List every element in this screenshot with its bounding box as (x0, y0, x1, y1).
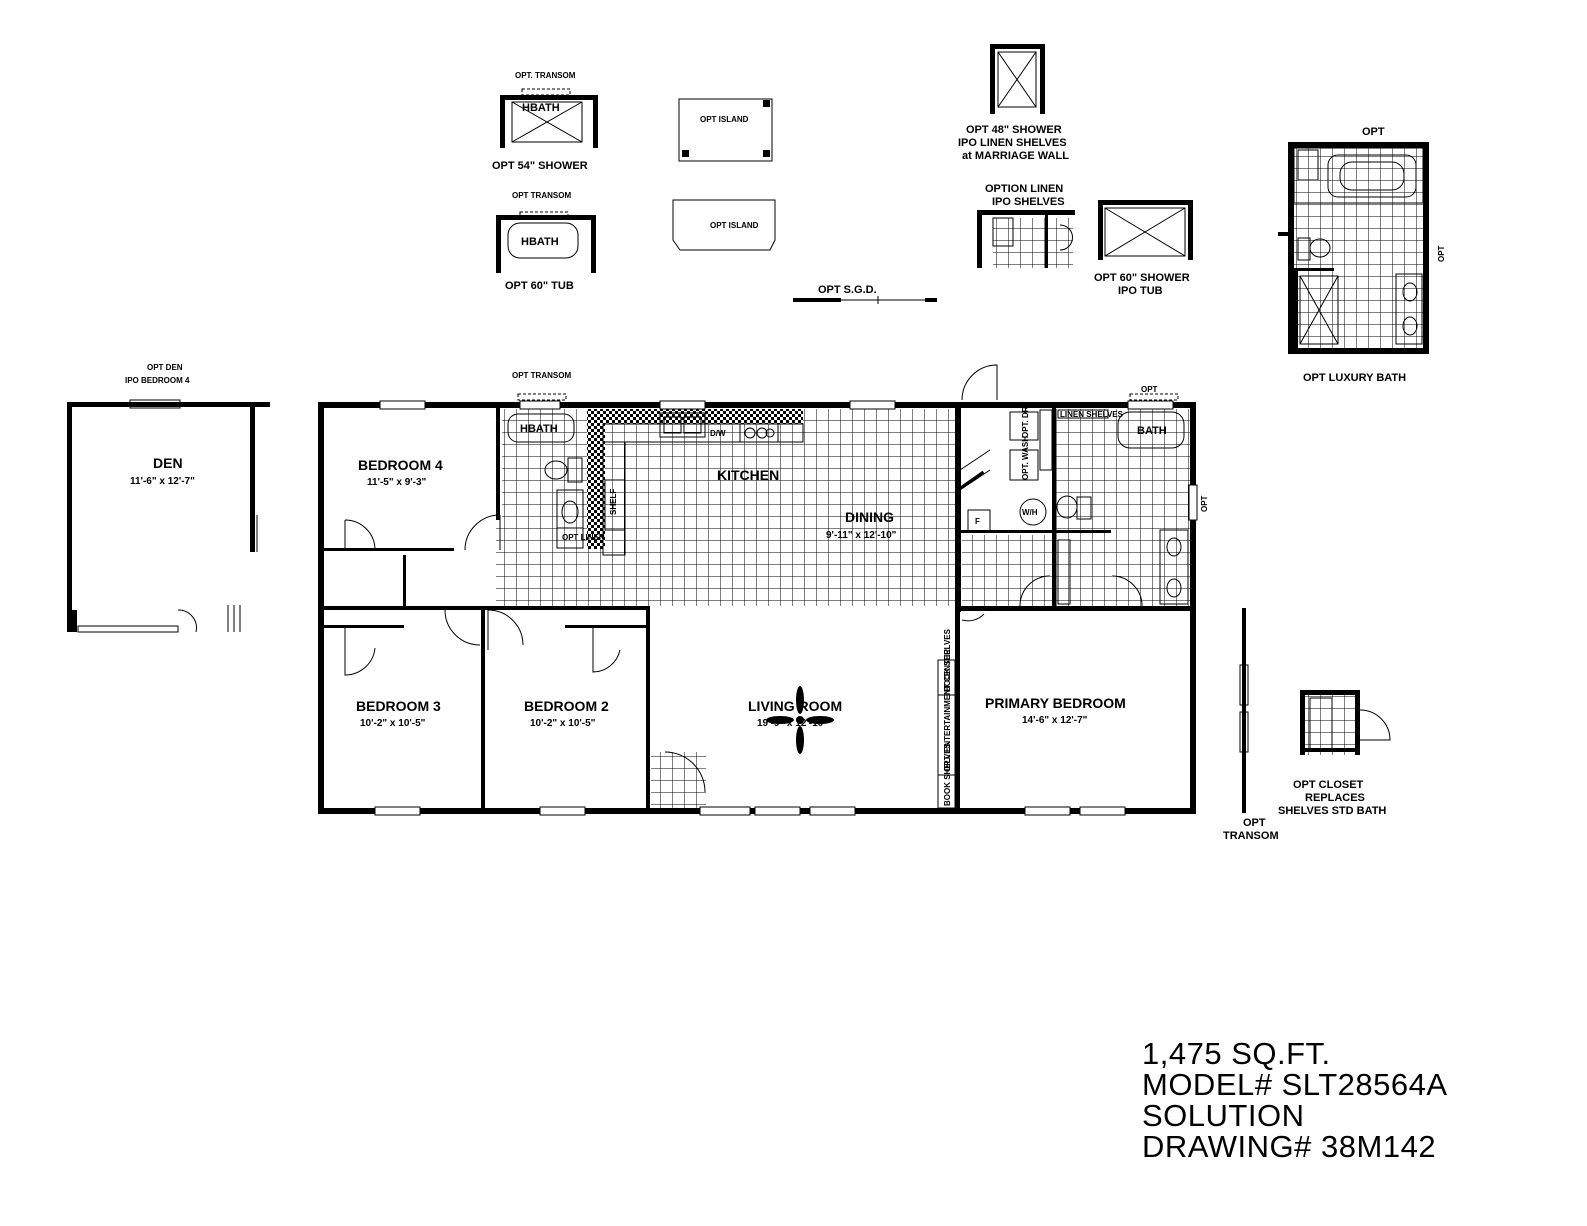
dining-dims: 9'-11" x 12'-10" (826, 530, 897, 541)
opt-island-label: OPT ISLAND (700, 115, 749, 124)
dining-name: DINING (845, 509, 894, 525)
main-floor-plan: D/W HBATH OPT LINEN SHELF OPT. DRY OPT. … (318, 364, 1209, 816)
opt-closet-line3: SHELVES STD BATH (1278, 805, 1386, 817)
opt-60-shower-line2: IPO TUB (1118, 285, 1163, 297)
living-name: LIVING ROOM (748, 698, 842, 714)
primary-dims: 14'-6" x 12'-7" (1022, 715, 1088, 726)
tile-floor-entry (651, 752, 706, 809)
den-note-line1: OPT DEN (147, 363, 183, 372)
opt-dry-label: OPT. DRY (1021, 401, 1030, 438)
opt-60-shower-line1: OPT 60" SHOWER (1094, 272, 1190, 284)
model-number: MODEL# SLT28564A (1142, 1067, 1448, 1102)
den-option: OPT DEN IPO BEDROOM 4 DEN 11'-6" x 12'-7… (67, 363, 270, 633)
opt-transom-main-label: OPT TRANSOM (512, 371, 571, 380)
opt-sgd-label: OPT S.G.D. (818, 284, 877, 296)
hbath-tub-label: HBATH (521, 236, 559, 248)
option-linen-line1: OPTION LINEN (985, 183, 1063, 195)
square-footage: 1,475 SQ.FT. (1142, 1036, 1331, 1071)
opt-closet-line2: REPLACES (1305, 792, 1365, 804)
opt-lux-side-label: OPT (1437, 245, 1446, 262)
living-dims: 19'-9" x 12'-10" (757, 718, 828, 729)
bedroom2-dims: 10'-2" x 10'-5" (530, 718, 596, 729)
opt-bath-top-label: OPT (1141, 385, 1158, 394)
book-shelves-top-label: BOOK SHELVES (943, 628, 952, 692)
option-linen-line2: IPO SHELVES (992, 196, 1065, 208)
shelf-label: SHELF (609, 489, 618, 515)
opt-linen-label: OPT LINEN (562, 533, 605, 542)
hbath-opt-label: HBATH (522, 102, 560, 114)
kitchen-counter-hatch (587, 409, 605, 549)
bedroom4-dims: 11'-5" x 9'-3" (367, 477, 427, 488)
plan-info-block: 1,475 SQ.FT. MODEL# SLT28564A SOLUTION D… (1142, 1038, 1448, 1162)
series-name: SOLUTION (1142, 1098, 1305, 1133)
book-shelves-bottom-label: BOOK SHELVES (943, 742, 952, 806)
opt-transom-window-line2: TRANSOM (1223, 830, 1279, 842)
bedroom3-name: BEDROOM 3 (356, 698, 441, 714)
bath-options: OPT. TRANSOM HBATH OPT 54" SHOWER OPT TR… (492, 44, 1446, 842)
linen-shelves-label: LINEN SHELVES (1060, 410, 1124, 419)
hbath-label: HBATH (520, 423, 558, 435)
bedroom3-dims: 10'-2" x 10'-5" (360, 718, 426, 729)
tile-floor-laundry (962, 535, 1052, 606)
drawing-number: DRAWING# 38M142 (1142, 1129, 1437, 1164)
kitchen-name: KITCHEN (717, 467, 779, 483)
bath-label: BATH (1137, 425, 1167, 437)
ceiling-fan-icon (766, 686, 834, 754)
opt-transom-window-line1: OPT (1243, 817, 1266, 829)
opt-lux-top-label: OPT (1362, 126, 1385, 138)
opt-48-shower-line3: at MARRIAGE WALL (962, 150, 1069, 162)
den-dims: 11'-6" x 12'-7" (130, 476, 195, 487)
opt-closet-line1: OPT CLOSET (1293, 779, 1364, 791)
opt-island-2-label: OPT ISLAND (710, 221, 759, 230)
tile-floor-hbath (502, 409, 587, 549)
opt-transom-1-label: OPT. TRANSOM (515, 71, 576, 80)
bedroom4-name: BEDROOM 4 (358, 457, 443, 473)
entertainment-center-label: OPT. ENTERTAINMENT CENTER (943, 649, 952, 772)
bedroom2-name: BEDROOM 2 (524, 698, 609, 714)
opt-wash-label: OPT. WASH (1021, 436, 1030, 480)
water-heater-label: W/H (1022, 508, 1038, 517)
dishwasher-label: D/W (710, 429, 726, 438)
opt-60-tub-label: OPT 60" TUB (505, 280, 574, 292)
opt-48-shower-line1: OPT 48" SHOWER (966, 124, 1062, 136)
opt-54-shower-label: OPT 54" SHOWER (492, 160, 588, 172)
opt-luxury-bath-label: OPT LUXURY BATH (1303, 372, 1406, 384)
kitchen-counter-top (603, 409, 803, 424)
opt-bath-side-label: OPT (1200, 495, 1209, 512)
primary-name: PRIMARY BEDROOM (985, 695, 1126, 711)
tile-floor-kitchen-dining (603, 409, 955, 606)
opt-transom-2-label: OPT TRANSOM (512, 191, 571, 200)
opt-48-shower-line2: IPO LINEN SHELVES (958, 137, 1067, 149)
tile-floor-primary-bath (1055, 409, 1190, 606)
den-name: DEN (153, 455, 183, 471)
furnace-label: F (975, 517, 980, 526)
den-note-line2: IPO BEDROOM 4 (125, 376, 190, 385)
